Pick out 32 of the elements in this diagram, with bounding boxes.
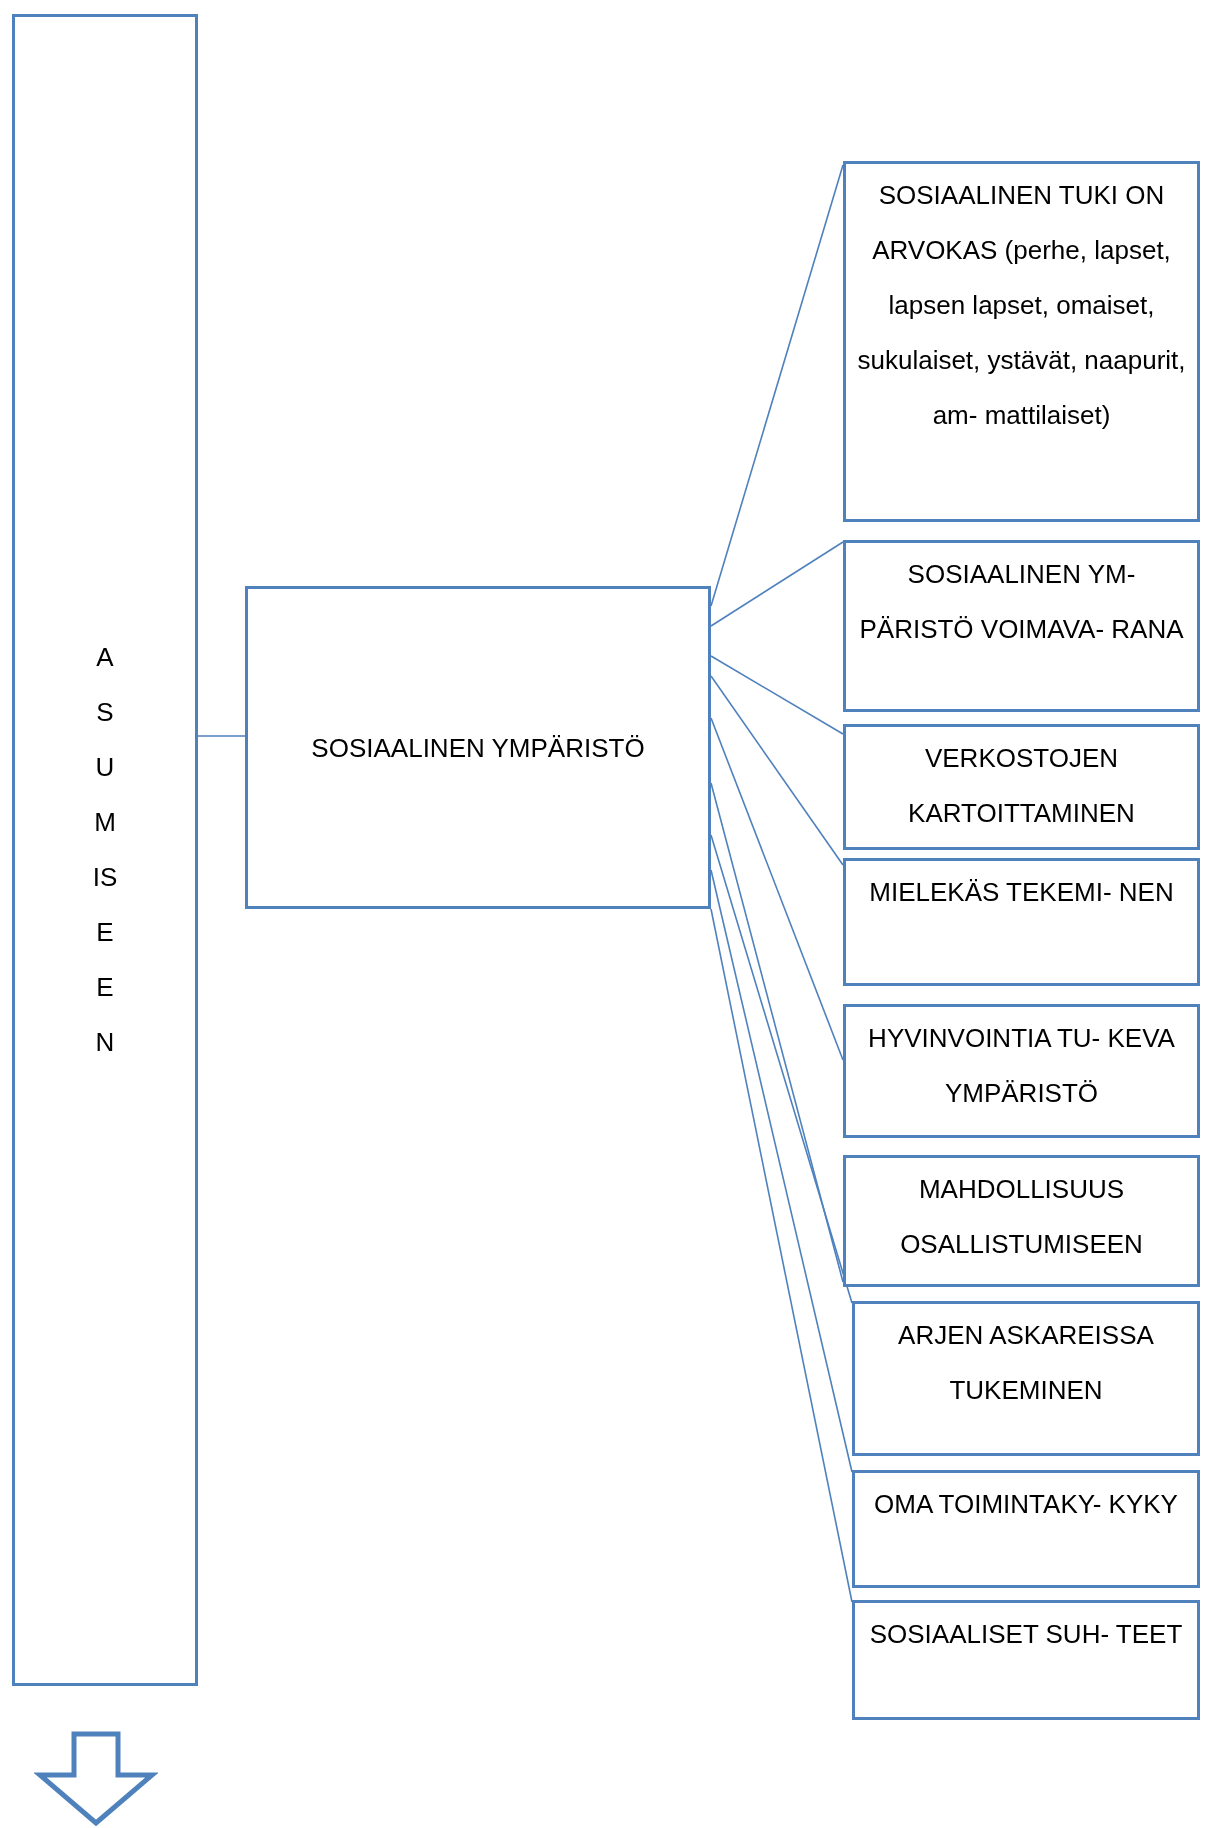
box-label: ARJEN ASKAREISSA TUKEMINEN [897, 1319, 1155, 1407]
topic-box [843, 858, 1200, 986]
connector-line [710, 164, 844, 607]
topic-box [843, 161, 1200, 522]
topic-box [852, 1301, 1200, 1456]
topic-box [843, 1155, 1200, 1287]
topic-box [843, 540, 1200, 712]
connector-line [710, 717, 844, 1061]
box-label: OMA TOIMINTAKY- KYKY [873, 1488, 1179, 1521]
connector-line [197, 735, 246, 737]
vertical-label: ASUMISEEN [92, 641, 118, 1059]
topic-box [852, 1600, 1200, 1720]
box-label: SOSIAALINEN TUKI ON ARVOKAS (perhe, lapset, lapsen lapset, omaiset, sukulaiset, ystävät, naapurit, am- mattilaiset) [856, 179, 1187, 432]
connector-line [710, 869, 853, 1473]
box-label: VERKOSTOJEN KARTOITTAMINEN [907, 742, 1136, 830]
connector-line [710, 908, 853, 1603]
topic-box [843, 724, 1200, 850]
vertical-label-box [12, 14, 198, 1686]
box-label: MIELEKÄS TEKEMI- NEN [868, 876, 1175, 909]
box-label: SOSIAALINEN YM- PÄRISTÖ VOIMAVA- RANA [858, 558, 1185, 646]
box-label: SOSIAALINEN YMPÄRISTÖ [310, 731, 646, 765]
connector-line [710, 541, 844, 627]
connector-line [710, 782, 844, 1283]
topic-box [852, 1470, 1200, 1588]
connector-line [710, 675, 844, 866]
connector-line [710, 655, 844, 735]
topic-box [843, 1004, 1200, 1138]
box-label: MAHDOLLISUUS OSALLISTUMISEEN [899, 1173, 1144, 1261]
box-label: HYVINVOINTIA TU- KEVA YMPÄRISTÖ [867, 1022, 1176, 1110]
connector-line [710, 834, 853, 1304]
topic-box [245, 586, 711, 909]
box-label: SOSIAALISET SUH- TEET [868, 1618, 1184, 1651]
